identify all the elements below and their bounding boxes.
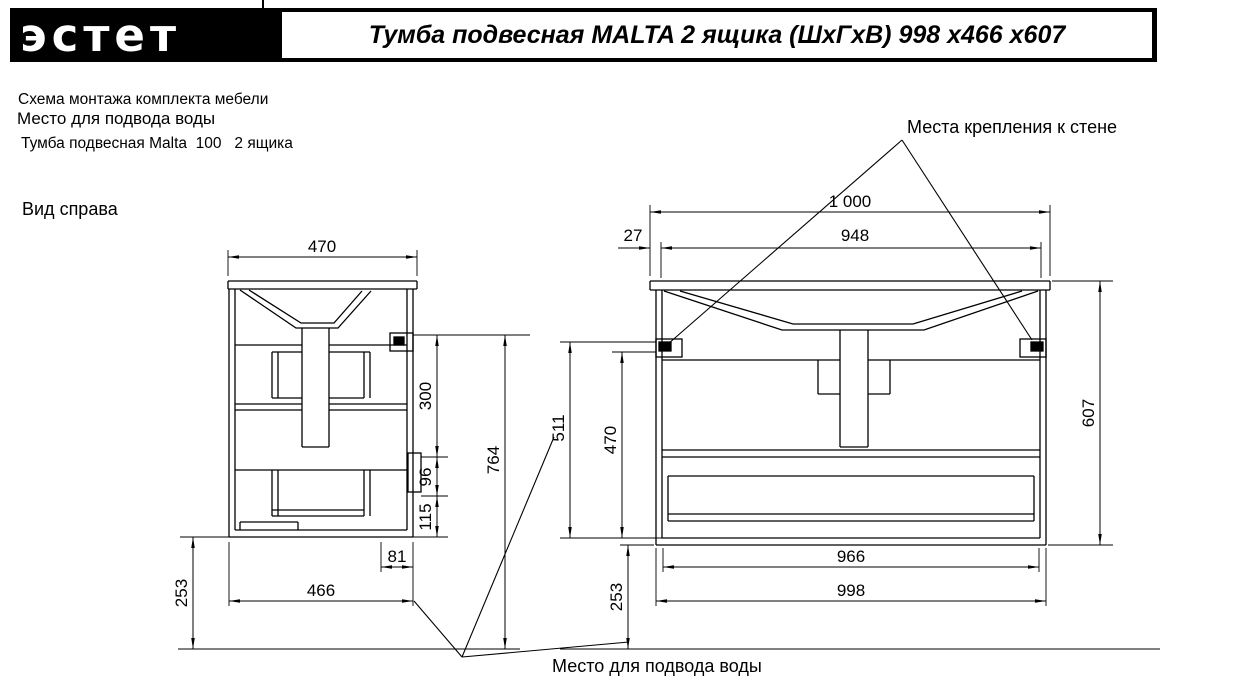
side-back-rail bbox=[407, 452, 422, 493]
side-view-geometry bbox=[227, 280, 422, 538]
label-wall-mount-points: Места крепления к стене bbox=[907, 117, 1118, 137]
note-water-place: Место для подвода воды bbox=[17, 109, 216, 128]
dim-front-470: 470 bbox=[601, 426, 620, 454]
header: эстет Тумба подвесная MALTA 2 ящика (ШхГ… bbox=[10, 8, 1157, 62]
front-wall-bracket-right bbox=[1019, 338, 1047, 358]
dim-side-96: 96 bbox=[416, 468, 435, 487]
side-wall-bracket-pin bbox=[393, 336, 405, 346]
doc-title: Тумба подвесная MALTA 2 ящика (ШхГхВ) 99… bbox=[368, 20, 1066, 49]
brand-logo: эстет bbox=[20, 8, 182, 62]
wall-mount-pointer-left bbox=[667, 139, 903, 345]
dim-side-depth: 466 bbox=[307, 581, 335, 600]
dim-side-top-width: 470 bbox=[308, 237, 336, 256]
water-pointer-side-view bbox=[413, 600, 463, 658]
annotation-lines bbox=[413, 139, 1033, 658]
dim-front-998: 998 bbox=[837, 581, 865, 600]
note-scheme: Схема монтажа комплекта мебели bbox=[18, 91, 269, 108]
dim-side-253: 253 bbox=[172, 579, 191, 607]
water-pointer-wall bbox=[461, 436, 555, 658]
front-wall-bracket-left bbox=[655, 338, 683, 358]
label-view-right: Вид справа bbox=[22, 199, 118, 219]
front-view-dimensions: 1 000 27 948 511 470 607 966 998 253 bbox=[549, 192, 1160, 650]
dim-side-115: 115 bbox=[416, 503, 435, 530]
dim-side-300: 300 bbox=[416, 382, 435, 410]
dim-side-764: 764 bbox=[484, 446, 503, 474]
note-product: Тумба подвесная Malta 100 2 ящика bbox=[21, 135, 293, 152]
front-view-geometry bbox=[649, 280, 1051, 546]
dim-front-27: 27 bbox=[624, 226, 643, 245]
front-wall-bracket-right-pin bbox=[1030, 341, 1044, 352]
dim-front-1000: 1 000 bbox=[829, 192, 872, 211]
label-water-supply-point: Место для подвода воды bbox=[552, 656, 762, 676]
wall-mount-pointer-right bbox=[901, 139, 1033, 341]
side-view-dimensions: 470 300 96 115 764 81 466 253 bbox=[172, 237, 530, 650]
water-pointer-front-view bbox=[461, 641, 630, 658]
side-wall-bracket bbox=[389, 332, 414, 352]
dim-front-948: 948 bbox=[841, 226, 869, 245]
dim-side-81: 81 bbox=[388, 547, 407, 566]
dim-front-511: 511 bbox=[549, 414, 568, 441]
dim-front-253: 253 bbox=[607, 583, 626, 611]
front-wall-bracket-left-pin bbox=[658, 341, 672, 352]
dim-front-607: 607 bbox=[1079, 399, 1098, 427]
dim-front-966: 966 bbox=[837, 547, 865, 566]
title-box: Тумба подвесная MALTA 2 ящика (ШхГхВ) 99… bbox=[282, 12, 1152, 58]
